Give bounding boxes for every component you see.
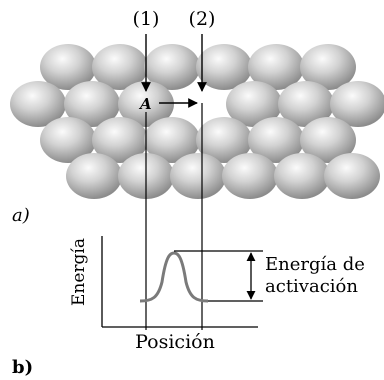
atom [278,81,334,127]
position-label-1: (1) [133,8,160,30]
atom [92,44,148,90]
atom [300,117,356,163]
atom [274,153,330,199]
atom [196,117,252,163]
atom [222,153,278,199]
atom [40,44,96,90]
annotation-line-1: Energía de [265,254,365,275]
atom [196,44,252,90]
atom [144,117,200,163]
atom [226,81,282,127]
atom [40,117,96,163]
part-a-label: a) [12,205,30,226]
atom [10,81,66,127]
position-label-2: (2) [189,8,216,30]
part-b-label: b) [12,357,33,378]
x-axis-label: Posición [135,331,215,353]
atom-a-label: A [138,95,152,113]
energy-curve [139,251,209,303]
atom [66,153,122,199]
atom [248,117,304,163]
y-axis-label: Energía [69,238,89,306]
atom [300,44,356,90]
atom [144,44,200,90]
atom-lattice [10,44,384,199]
atom [330,81,384,127]
atom-a [118,81,174,127]
energy-diagram [101,236,263,328]
atom [170,153,226,199]
annotation-line-2: activación [265,276,358,297]
atom [248,44,304,90]
atom [324,153,380,199]
atom [92,117,148,163]
atom [64,81,120,127]
